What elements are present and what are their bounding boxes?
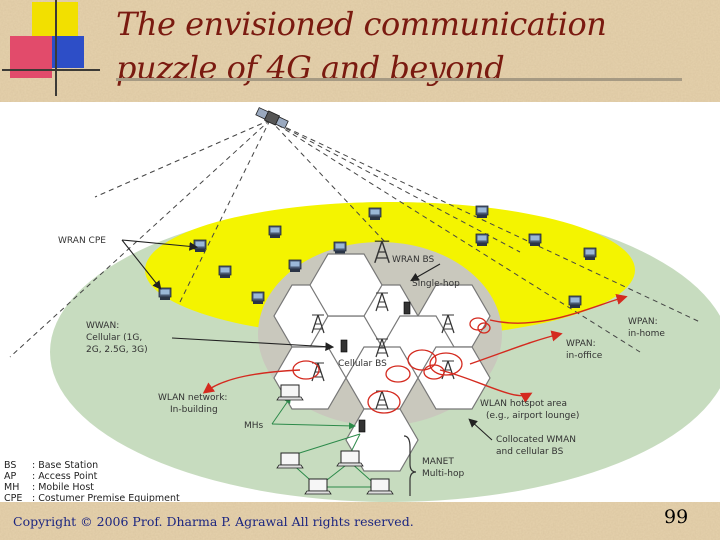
abbreviation-legend: BS : Base Station AP : Access Point MH :… [4, 460, 180, 502]
cpe-icon [218, 265, 232, 279]
label-wwan-detail-2: 2G, 2.5G, 3G) [86, 345, 148, 355]
legend-text-bs: : Base Station [32, 460, 98, 471]
phone-icon [403, 301, 411, 315]
title-line-2: puzzle of 4G and beyond [116, 49, 505, 87]
laptop-icon [336, 450, 364, 467]
legend-abbr-ap: AP [4, 471, 16, 482]
laptop-icon [366, 478, 394, 495]
cpe-icon [288, 259, 302, 273]
laptop-icon [276, 452, 304, 469]
label-cellular-bs: Cellular BS [338, 359, 387, 369]
label-wpan-home-title: WPAN: [628, 317, 658, 327]
satellite-links [9, 119, 701, 358]
title-line-1: The envisioned communication [116, 5, 607, 43]
label-hotspot-example: (e.g., airport lounge) [486, 411, 579, 421]
label-wwan-detail-1: Cellular (1G, [86, 333, 142, 343]
cpe-icon [158, 287, 172, 301]
label-wran-bs: WRAN BS [392, 255, 435, 265]
diagram-labels: WRAN CPE WRAN BS Single-hop WWAN: Cellul… [58, 236, 665, 479]
manet-brace [403, 435, 417, 496]
cpe-icon [583, 247, 597, 261]
wpan-links [202, 293, 628, 403]
label-collocated-bs: and cellular BS [496, 447, 564, 457]
slide-title: The envisioned communication puzzle of 4G… [116, 2, 607, 90]
cpe-icon [333, 241, 347, 255]
satellite-icon [255, 107, 289, 129]
phone-icon [340, 339, 348, 353]
label-in-building: In-building [170, 405, 218, 415]
label-wpan-office-title: WPAN: [566, 339, 596, 349]
cpe-icon [475, 205, 489, 219]
label-wpan-home: in-home [628, 329, 665, 339]
label-wlan-network: WLAN network: [158, 393, 227, 403]
hex-cell [309, 253, 383, 317]
label-single-hop: Single-hop [412, 279, 460, 289]
cpe-icon [268, 225, 282, 239]
label-wwan-title: WWAN: [86, 321, 119, 331]
laptop-icon [276, 384, 304, 401]
network-diagram: WRAN CPE WRAN BS Single-hop WWAN: Cellul… [0, 102, 720, 502]
title-underline [116, 78, 682, 81]
label-wpan-office: in-office [566, 351, 603, 361]
wlan-hotspots [292, 317, 491, 414]
squares-logo [2, 0, 100, 96]
label-wran-cpe: WRAN CPE [58, 236, 106, 246]
manet-cluster [271, 384, 417, 496]
diagram-canvas: WRAN CPE WRAN BS Single-hop WWAN: Cellul… [4, 107, 720, 502]
copyright-notice: Copyright © 2006 Prof. Dharma P. Agrawal… [13, 514, 414, 529]
callout-arrows [121, 239, 493, 441]
laptop-icon [304, 478, 332, 495]
label-multi-hop: Multi-hop [422, 469, 464, 479]
phone-icon [358, 419, 366, 433]
legend-abbr-bs: BS [4, 460, 16, 471]
legend-text-mh: : Mobile Host [32, 482, 94, 493]
cpe-icon [251, 291, 265, 305]
page-number: 99 [664, 506, 689, 528]
legend-abbr-cpe: CPE [4, 493, 22, 502]
cpe-icon [528, 233, 542, 247]
legend-text-cpe: : Costumer Premise Equipment [32, 493, 180, 502]
label-hotspot: WLAN hotspot area [480, 399, 567, 409]
cpe-icon [368, 207, 382, 221]
legend-abbr-mh: MH [4, 482, 19, 493]
label-manet: MANET [422, 457, 454, 467]
legend-text-ap: : Access Point [32, 471, 98, 482]
cpe-icon [475, 233, 489, 247]
cpe-icon [193, 239, 207, 253]
label-collocated: Collocated WMAN [496, 435, 576, 445]
label-mhs: MHs [244, 421, 264, 431]
cpe-icon [568, 295, 582, 309]
